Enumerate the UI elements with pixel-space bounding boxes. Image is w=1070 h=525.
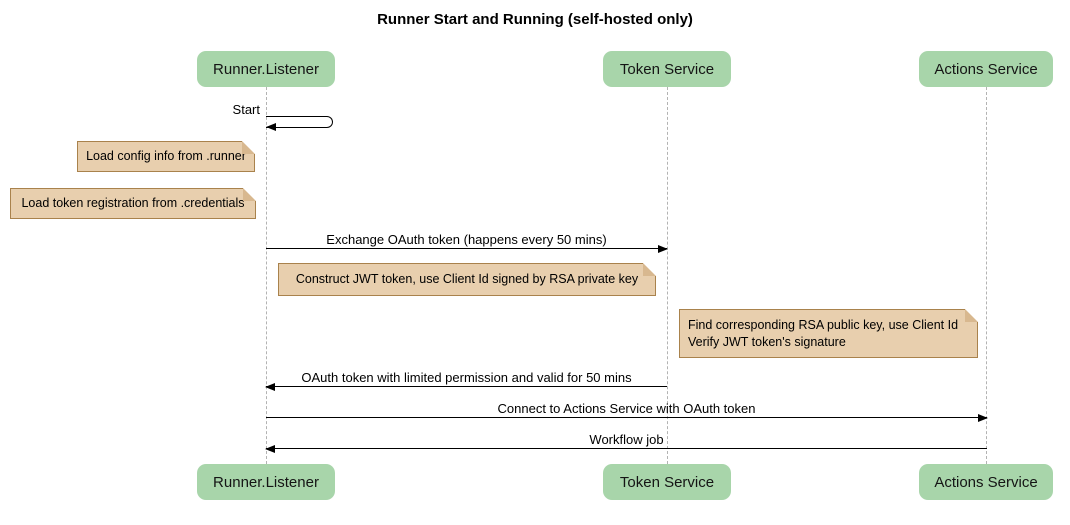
message-label: Connect to Actions Service with OAuth to… [497,401,756,416]
message-label: OAuth token with limited permission and … [301,370,632,385]
message-connect-actions-service: Connect to Actions Service with OAuth to… [266,401,988,422]
note-text: Construct JWT token, use Client Id signe… [295,272,639,286]
message-label: Workflow job [589,432,664,447]
actor-top-runner-listener: Runner.Listener [197,51,335,87]
note-text: Load token registration from .credential… [21,196,245,210]
lifeline-runner-listener [266,87,267,464]
arrowhead-right-icon [978,414,988,422]
actor-bottom-actions-service: Actions Service [919,464,1053,500]
message-line [266,414,988,422]
actor-bottom-runner-listener: Runner.Listener [197,464,335,500]
actor-label: Actions Service [934,60,1038,78]
message-line [265,445,987,453]
note-load-token-registration: Load token registration from .credential… [10,188,256,219]
note-construct-jwt: Construct JWT token, use Client Id signe… [278,263,656,296]
message-line [266,245,668,253]
actor-label: Token Service [619,60,715,78]
note-text-line-2: Verify JWT token's signature [688,334,846,349]
note-text: Load config info from .runner [86,149,246,163]
arrowhead-left-icon [265,383,275,391]
arrowhead-right-icon [658,245,668,253]
note-verify-jwt: Find corresponding RSA public key, use C… [679,309,978,358]
message-workflow-job: Workflow job [265,432,987,453]
note-load-config: Load config info from .runner [77,141,255,172]
arrowhead-left-icon [265,445,275,453]
message-oauth-token-returned: OAuth token with limited permission and … [265,370,667,391]
actor-label: Runner.Listener [213,473,319,491]
message-line [265,383,667,391]
actor-label: Runner.Listener [213,60,319,78]
lifeline-actions-service [986,87,987,464]
actor-label: Actions Service [934,473,1038,491]
actor-top-token-service: Token Service [603,51,731,87]
self-message-loop [266,116,333,128]
message-label: Exchange OAuth token (happens every 50 m… [326,232,607,247]
actor-label: Token Service [619,473,715,491]
actor-bottom-token-service: Token Service [603,464,731,500]
diagram-title: Runner Start and Running (self-hosted on… [377,11,693,28]
arrowhead-left-icon [266,123,276,131]
actor-top-actions-service: Actions Service [919,51,1053,87]
lifeline-token-service [667,87,668,464]
note-text-line-1: Find corresponding RSA public key, use C… [688,317,959,332]
self-message-start-label: Start [232,102,260,117]
message-exchange-oauth-token: Exchange OAuth token (happens every 50 m… [266,232,668,253]
